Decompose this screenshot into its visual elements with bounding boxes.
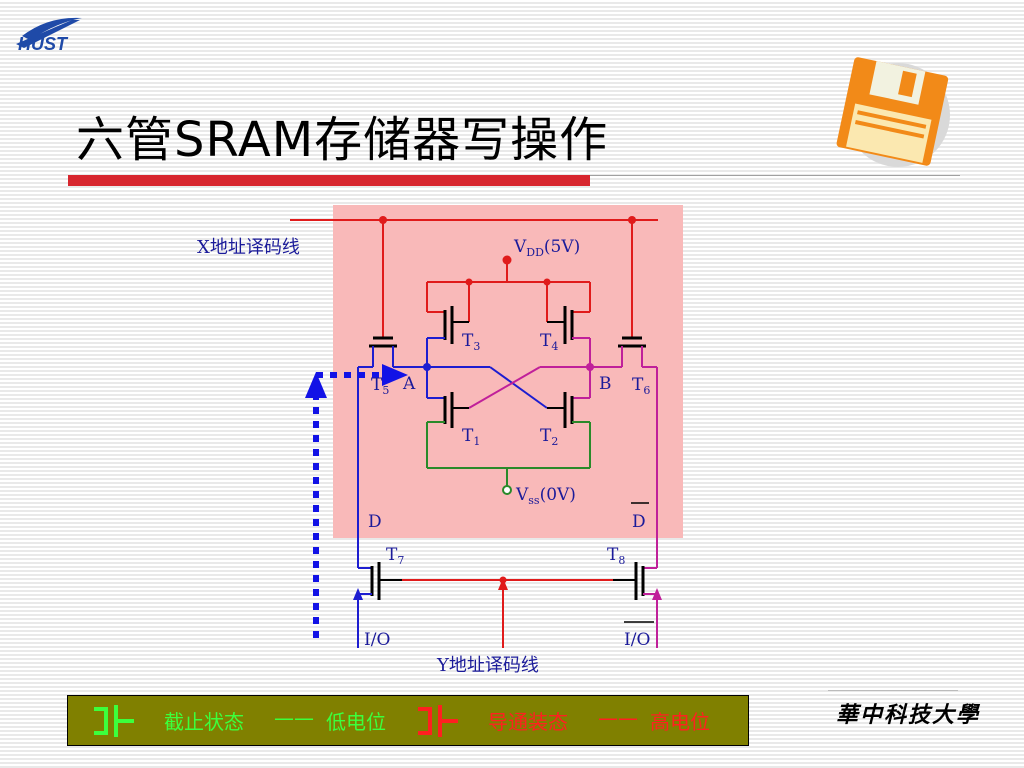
d-label: D bbox=[368, 512, 382, 532]
transistor-on-icon bbox=[418, 705, 458, 737]
t5-label: T5 bbox=[371, 375, 389, 397]
transistor-t2 bbox=[547, 392, 590, 428]
transistor-t6 bbox=[618, 336, 646, 367]
transistor-t3 bbox=[427, 306, 469, 344]
footer-divider-line bbox=[828, 690, 958, 691]
node-b-label: B bbox=[599, 374, 612, 394]
title-divider-line bbox=[590, 175, 960, 176]
io-right-label: I/O bbox=[624, 630, 650, 650]
legend-off-level: 低电位 bbox=[326, 710, 386, 734]
t1-label: T1 bbox=[462, 426, 480, 448]
x-decoder-label: X地址译码线 bbox=[197, 237, 300, 258]
legend-off-dash: —— bbox=[274, 706, 314, 730]
node-a-label: A bbox=[402, 374, 416, 394]
logo-text: HUST bbox=[18, 34, 69, 54]
t2-label: T2 bbox=[540, 426, 558, 448]
y-decoder-label: Y地址译码线 bbox=[436, 655, 539, 676]
io-left-label: I/O bbox=[364, 630, 390, 650]
transistor-t5 bbox=[369, 336, 397, 367]
vdd-label: VDD(5V) bbox=[513, 237, 580, 259]
transistor-t1 bbox=[427, 392, 469, 428]
page-title: 六管SRAM存储器写操作 bbox=[76, 112, 609, 168]
transistor-t8 bbox=[613, 562, 657, 600]
vss-label: Vss(0V) bbox=[515, 485, 576, 507]
floppy-disk-icon bbox=[836, 57, 950, 167]
school-name: 華中科技大學 bbox=[836, 702, 981, 728]
t7-label: T7 bbox=[386, 545, 404, 567]
t8-label: T8 bbox=[607, 545, 625, 567]
legend-on-level: 高电位 bbox=[650, 710, 710, 734]
transistor-t4 bbox=[547, 306, 590, 344]
legend-on-dash: —— bbox=[598, 706, 638, 730]
title-underline-bar bbox=[68, 175, 590, 186]
t6-label: T6 bbox=[632, 375, 650, 397]
hust-logo-icon: HUST bbox=[16, 17, 82, 54]
t3-label: T3 bbox=[462, 331, 480, 353]
d-bar-label: D bbox=[632, 512, 646, 532]
vss-node bbox=[502, 485, 512, 495]
transistor-off-icon bbox=[94, 705, 134, 737]
t4-label: T4 bbox=[540, 331, 558, 353]
legend-box: 截止状态 —— 低电位 导通装态 —— 高电位 bbox=[67, 695, 749, 746]
legend-off-state: 截止状态 bbox=[164, 710, 244, 734]
transistor-t7 bbox=[358, 562, 402, 600]
legend-on-state: 导通装态 bbox=[488, 710, 568, 734]
